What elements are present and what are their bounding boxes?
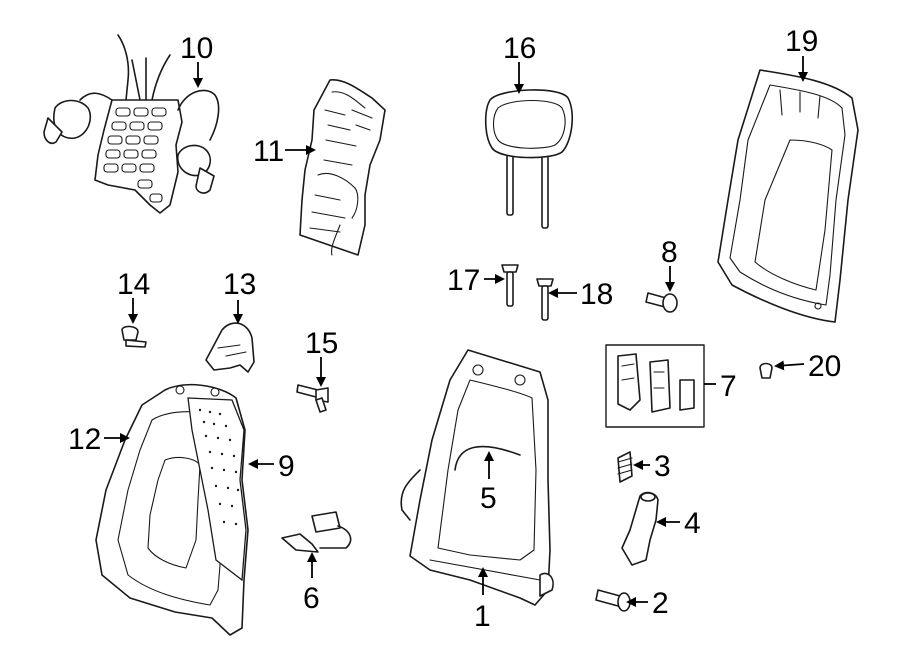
back-panel-part [299, 79, 386, 256]
callout-labels: 10 11 16 19 17 18 8 14 13 15 12 9 5 6 1 … [68, 25, 841, 633]
spring-part-3 [617, 451, 633, 483]
wire-connector-part-6 [281, 511, 352, 553]
callout-1: 1 [474, 600, 491, 633]
seat-back-frame-part [400, 349, 554, 606]
lumbar-support-part [43, 34, 220, 214]
seat-back-cover-part [95, 383, 249, 636]
callout-15: 15 [305, 327, 338, 360]
callout-7: 7 [720, 370, 737, 403]
callout-13: 13 [223, 268, 256, 301]
callout-18: 18 [580, 278, 613, 311]
callout-9: 9 [278, 450, 295, 483]
callout-10: 10 [180, 32, 213, 65]
switch-set-part [605, 344, 705, 428]
callout-3: 3 [654, 450, 671, 483]
callout-2: 2 [652, 587, 669, 620]
back-trim-panel-part [717, 69, 859, 323]
callout-14: 14 [117, 268, 150, 301]
bracket-part-13 [205, 322, 255, 373]
bolt-part-8 [645, 292, 678, 313]
callout-11: 11 [253, 135, 284, 168]
callout-6: 6 [303, 582, 320, 615]
push-pin-part-17 [501, 264, 519, 307]
clip-part-20 [759, 362, 773, 379]
callout-17: 17 [447, 264, 480, 297]
callout-12: 12 [68, 423, 101, 456]
headrest-part [484, 89, 574, 229]
callout-4: 4 [684, 507, 701, 540]
callout-5: 5 [480, 482, 497, 515]
clip-part-14 [121, 325, 147, 348]
callout-20: 20 [808, 350, 841, 383]
bolt-part-2 [595, 589, 631, 612]
callout-16: 16 [503, 32, 536, 65]
bracket-part-4 [621, 491, 659, 566]
callout-8: 8 [661, 236, 678, 269]
callout-19: 19 [785, 25, 818, 58]
leader-lines [104, 56, 808, 607]
fastener-part-15 [296, 384, 329, 413]
push-pin-part-18 [536, 278, 554, 321]
